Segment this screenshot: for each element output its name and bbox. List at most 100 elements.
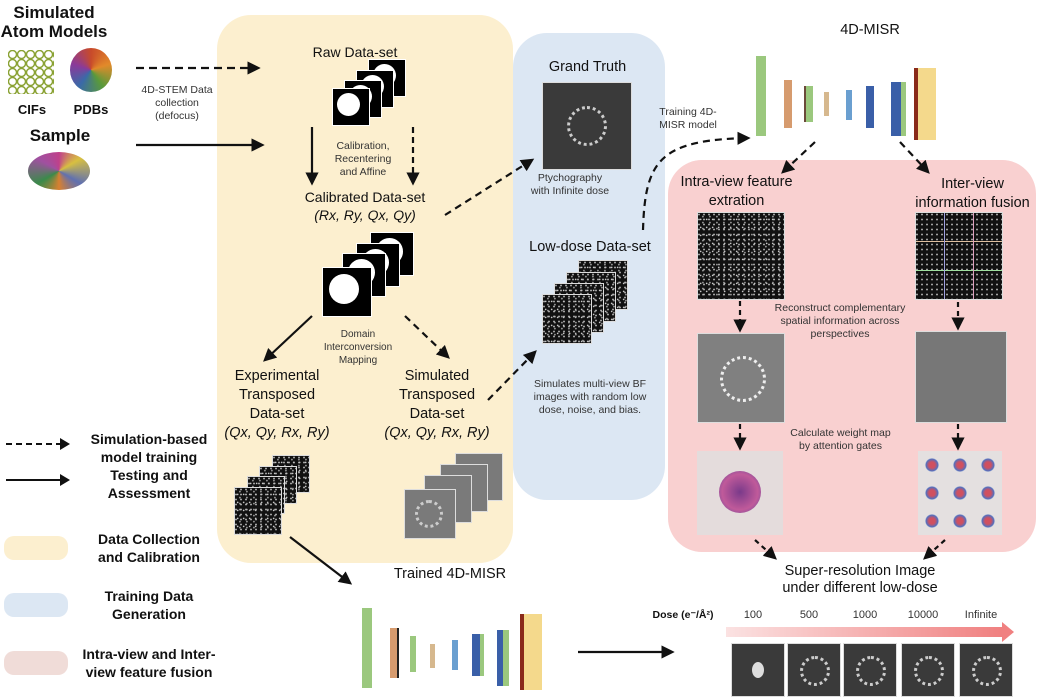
legend-label: Intra-view and Inter-view feature fusion (70, 645, 228, 681)
ptychography-label: Ptychography with Infinite dose (510, 172, 630, 198)
legend-item: Intra-view and Inter-view feature fusion (0, 645, 230, 689)
legend-label-line: Training Data (104, 588, 194, 604)
ptychography-label-line: Ptychography (537, 172, 603, 184)
sample-title: Sample (29, 126, 91, 145)
sample-protein-image (28, 152, 90, 190)
model-decoder-layer (452, 640, 458, 670)
calibrated-data-frame (322, 267, 372, 317)
arrow-model-to-intra (781, 141, 816, 174)
cifs-label: CIFs (17, 102, 47, 117)
dose-result-image (787, 643, 841, 697)
calibration-label-line: and Affine (339, 166, 387, 178)
experimental-data-frame (234, 487, 282, 535)
mapping-label: Domain Interconversion Mapping (318, 328, 398, 367)
simulated-coords: (Qx, Qy, Rx, Ry) (384, 425, 490, 441)
inter-view-input-grid (915, 212, 1003, 300)
model-encoder-layer (784, 80, 792, 128)
output-title-line: Super-resolution Image (784, 563, 936, 579)
lowdose-frame (542, 294, 592, 344)
intra-view-title: Intra-view feature extration (674, 173, 799, 211)
trained-model-title: Trained 4D-MISR (393, 566, 507, 582)
output-title: Super-resolution Image under different l… (760, 563, 960, 597)
model-decoder-layer (497, 630, 509, 686)
inter-view-title-line: Inter-view (941, 176, 1004, 192)
model-encoder-layer (804, 86, 813, 122)
experimental-dataset-title: Experimental Transposed Data-set (Qx, Qy… (222, 367, 332, 443)
calibrated-coords: (Rx, Ry, Qx, Qy) (314, 207, 416, 223)
dose-arrow-head (1002, 622, 1014, 642)
legend-label-line: view feature fusion (85, 664, 213, 680)
atom-models-title-line: Simulated (13, 3, 95, 22)
particle-mark (752, 662, 764, 678)
mapping-label-line: Interconversion (323, 342, 393, 353)
model-encoder-layer (410, 636, 416, 672)
model-output-layer (520, 614, 542, 690)
dose-gradient-arrow (726, 627, 1002, 637)
legend-label-line: model training (100, 449, 198, 465)
inter-view-feature-grid (915, 331, 1007, 423)
simulated-title-line: Simulated (404, 368, 470, 384)
calibration-label: Calibration, Recentering and Affine (318, 140, 408, 179)
mapping-label-line: Domain (340, 329, 376, 340)
calibration-label-line: Recentering (334, 153, 392, 165)
legend-dashed-arrow (6, 438, 70, 450)
legend-item: Simulation-based model training (0, 430, 230, 474)
weight-map-description: Calculate weight map by attention gates (778, 427, 903, 453)
trained-model-architecture (362, 600, 592, 692)
arrow-model-to-inter (899, 141, 930, 174)
reconstruct-line: perspectives (810, 328, 870, 340)
legend-label-line: Generation (112, 606, 186, 622)
output-title-line: under different low-dose (782, 580, 938, 596)
intra-view-input-image (697, 212, 785, 300)
training-label-line: MISR model (659, 119, 717, 131)
model-input-layer (362, 608, 372, 688)
raw-data-frame (332, 88, 370, 126)
arrow-simulated-to-lowdose (487, 350, 537, 401)
pdb-protein-image (70, 48, 112, 92)
legend-label-line: Intra-view and Inter- (82, 646, 216, 662)
dose-level-label: 1000 (852, 609, 878, 621)
weight-line: Calculate weight map (790, 427, 891, 439)
legend-solid-arrow (6, 474, 70, 486)
model-title: 4D-MISR (840, 22, 900, 38)
calibrated-dataset-title: Calibrated Data-set (304, 189, 426, 205)
grand-truth-image (542, 82, 632, 170)
cif-lattice-image (8, 50, 54, 94)
particle-mark (800, 656, 830, 686)
model-architecture (756, 48, 986, 140)
experimental-title-line: Transposed (238, 387, 316, 403)
reconstruct-description: Reconstruct complementary spatial inform… (770, 302, 910, 341)
reconstruct-line: spatial information across (780, 315, 900, 327)
legend-color-swatch (4, 651, 68, 675)
dose-level-label: 100 (743, 609, 763, 621)
legend-label: Simulation-based model training (70, 430, 228, 466)
legend-label-line: Assessment (107, 485, 191, 501)
model-input-layer (756, 56, 766, 136)
model-decoder-layer (472, 634, 484, 676)
legend-label-line: Simulation-based (90, 431, 208, 447)
collection-label-line: collection (155, 97, 199, 109)
intra-view-title-line: extration (708, 193, 765, 209)
dose-level-label: 500 (799, 609, 819, 621)
experimental-title-line: Experimental (234, 368, 320, 384)
dose-result-image (901, 643, 955, 697)
simulates-line: Simulates multi-view BF (533, 378, 647, 390)
arrow-intra-to-output (754, 539, 777, 560)
grand-truth-title: Grand Truth (548, 59, 627, 75)
model-bottleneck-layer (824, 92, 829, 116)
model-output-layer (914, 68, 936, 140)
simulated-data-frame (404, 489, 456, 539)
model-bottleneck-layer (430, 644, 435, 668)
inter-view-title: Inter-view information fusion (910, 175, 1035, 213)
arrow-calibrated-to-simulated (404, 315, 450, 359)
collection-label-line: 4D-STEM Data (141, 84, 213, 96)
inter-view-attention-grid (918, 451, 1002, 535)
particle-mark (856, 656, 886, 686)
dose-level-label: Infinite (964, 609, 998, 621)
